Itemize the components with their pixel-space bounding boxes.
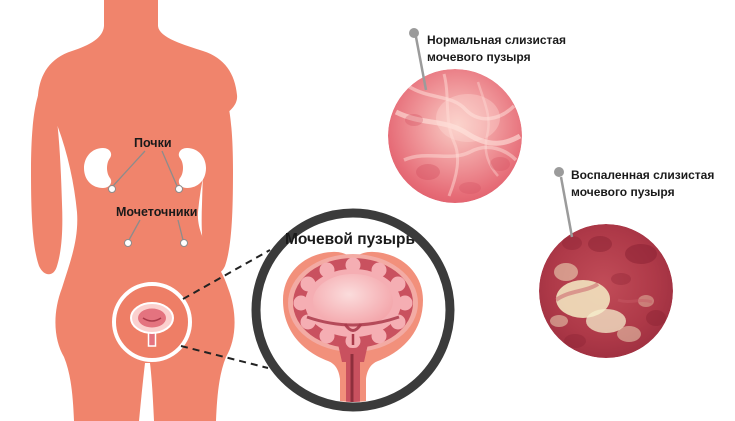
ureters-callout-line-right <box>177 219 184 241</box>
kidneys-callout-line-left <box>112 150 146 187</box>
dashed-line-top <box>182 249 271 300</box>
bladder-illustration <box>283 251 423 402</box>
urethra-lumen <box>350 354 354 402</box>
trigone-fold-line <box>306 315 400 327</box>
left-arm-shape <box>31 85 63 275</box>
neck-opening-line <box>343 323 363 332</box>
ureters-callout: Мочеточники <box>116 205 198 247</box>
mini-bladder-slit <box>142 317 162 322</box>
inflamed-mucosa-pin <box>554 167 574 238</box>
left-kidney-shape <box>84 148 112 188</box>
normal-mucosa-pin <box>409 28 428 91</box>
right-kidney-shape <box>178 148 206 188</box>
right-arm-shape <box>201 85 233 275</box>
magnifier-circle: Мочевой пузырь <box>251 208 455 412</box>
normal-mucosa-label-line1: Нормальная слизистая <box>427 33 566 47</box>
pin-marker-icon <box>554 167 564 177</box>
kidneys-callout-dot-left <box>108 185 116 193</box>
dashed-line-bottom <box>180 345 269 369</box>
pin-stem <box>559 176 574 238</box>
magnifier-connector-lines <box>180 249 271 369</box>
mini-bladder-inner <box>138 308 166 328</box>
normal-mucosa-photo: Нормальная слизистая мочевого пузыря <box>388 28 566 203</box>
bladder-cavity <box>313 274 393 328</box>
kidneys-label: Почки <box>134 136 172 150</box>
bladder-highlight-circle <box>112 282 192 362</box>
inflamed-mucosa-label-line1: Воспаленная слизистая <box>571 168 714 182</box>
normal-mucosa-texture <box>394 73 522 197</box>
normal-mucosa-tissue <box>388 69 522 203</box>
pin-stem <box>414 36 428 91</box>
inflamed-mucosa-label-line2: мочевого пузыря <box>571 185 675 199</box>
kidneys-callout: Почки <box>108 136 183 193</box>
kidneys-callout-line-right <box>161 150 178 187</box>
ureters-callout-line-left <box>128 219 141 241</box>
ureters-label: Мочеточники <box>116 205 198 219</box>
bladder-label: Мочевой пузырь <box>285 231 415 248</box>
kidneys-callout-dot-right <box>175 185 183 193</box>
inflamed-mucosa-texture <box>550 236 666 348</box>
inflamed-mucosa-photo: Воспаленная слизистая мочевого пузыря <box>539 167 714 358</box>
ureters-callout-dot-right <box>180 239 188 247</box>
pin-marker-icon <box>409 28 419 38</box>
mini-bladder-illustration <box>130 302 174 347</box>
ureters-callout-dot-left <box>124 239 132 247</box>
normal-mucosa-label-line2: мочевого пузыря <box>427 50 531 64</box>
bladder-neck <box>338 344 368 362</box>
